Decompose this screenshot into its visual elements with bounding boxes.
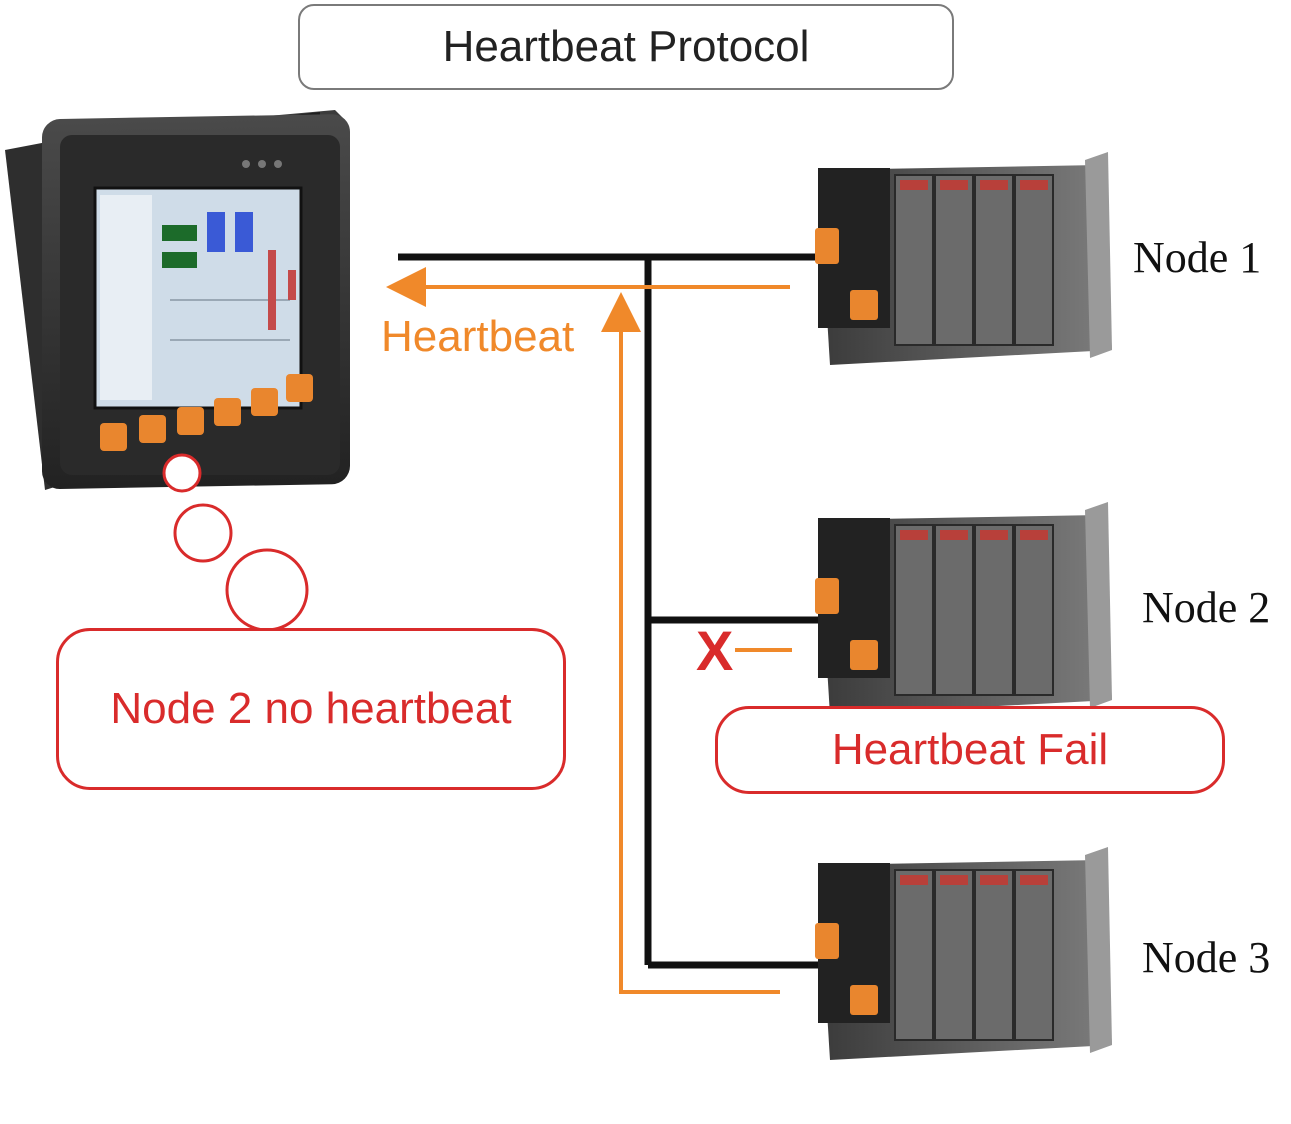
thought-bubbles [162, 453, 309, 632]
node-2-device [815, 502, 1112, 715]
node-1-device [815, 152, 1112, 365]
diagram-title: Heartbeat Protocol [298, 4, 954, 90]
node-2-label: Node 2 [1142, 583, 1271, 632]
network-bus [398, 253, 818, 969]
controller-callout: Node 2 no heartbeat [56, 628, 566, 790]
fail-x-icon: X [696, 619, 734, 682]
node-fail-callout: Heartbeat Fail [715, 706, 1225, 794]
node-1-label: Node 1 [1133, 233, 1262, 282]
heartbeat-path [386, 267, 792, 994]
heartbeat-label: Heartbeat [381, 312, 575, 361]
node-3-label: Node 3 [1142, 933, 1271, 982]
controller-device [5, 110, 350, 490]
node-3-device [815, 847, 1112, 1060]
